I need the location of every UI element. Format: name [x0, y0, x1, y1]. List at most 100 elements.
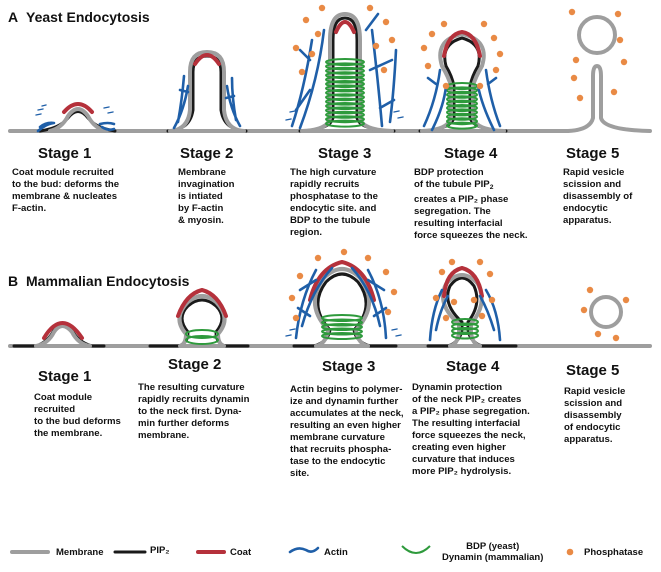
- stage-a4-label: Stage 4: [444, 145, 498, 162]
- bdp-ring: [451, 331, 479, 340]
- bdp-ring: [446, 99, 478, 108]
- stage4-b-constriction: [426, 265, 518, 348]
- stage-a1-desc: Coat module recruited to the bud: deform…: [12, 167, 120, 214]
- phosphatase-dot: [390, 288, 398, 296]
- phosphatase-dot: [610, 88, 618, 96]
- phosphatase-dot: [298, 68, 306, 76]
- phosphatase-dot: [442, 314, 450, 322]
- stage-b3-desc: Actin begins to polymer- ize and dynamin…: [290, 384, 404, 479]
- legend-phosphatase-label: Phosphatase: [584, 547, 644, 558]
- bdp-ring: [321, 318, 363, 327]
- bdp-ring: [446, 104, 478, 112]
- panel-b-heading: Mammalian Endocytosis: [26, 273, 190, 289]
- panel-a-letter: A: [8, 9, 19, 25]
- bdp-ring: [325, 75, 365, 84]
- legend-membrane-label: Membrane: [56, 547, 104, 558]
- phosphatase-dots: [288, 4, 630, 342]
- phosphatase-dot: [620, 58, 628, 66]
- phosphatase-dot: [314, 30, 322, 38]
- bdp-ring: [325, 84, 365, 93]
- stage-a2-desc: Membrane invagination is intiated by F-a…: [178, 167, 235, 226]
- phosphatase-dot: [428, 30, 436, 38]
- bdp-ring: [325, 106, 365, 115]
- phosphatase-dot: [478, 312, 486, 320]
- bdp-ring: [325, 97, 365, 106]
- legend: [10, 545, 574, 556]
- phosphatase-dot: [448, 258, 456, 266]
- phosphatase-dot: [490, 34, 498, 42]
- phosphatase-dot: [318, 4, 326, 12]
- phosphatase-dot: [388, 36, 396, 44]
- phosphatase-dot: [586, 286, 594, 294]
- phosphatase-dot: [380, 66, 388, 74]
- bdp-ring: [321, 314, 363, 322]
- bdp-ring: [325, 119, 365, 128]
- legend-actin-label: Actin: [324, 547, 348, 558]
- phosphatase-dot: [486, 270, 494, 278]
- phosphatase-dot: [476, 258, 484, 266]
- bdp-ring: [325, 71, 365, 80]
- phosphatase-dot: [340, 248, 348, 256]
- phosphatase-dot: [594, 330, 602, 338]
- phosphatase-dot: [570, 74, 578, 82]
- phosphatase-dot: [450, 298, 458, 306]
- phosphatase-dot: [382, 18, 390, 26]
- phosphatase-dot: [614, 10, 622, 18]
- bdp-ring: [446, 121, 478, 130]
- phosphatase-dot: [366, 4, 374, 12]
- stage-a1-label: Stage 1: [38, 145, 92, 162]
- bdp-rings-a3: [325, 58, 365, 128]
- phosphatase-dot: [616, 36, 624, 44]
- stage-b1-desc: Coat module recruited to the bud deforms…: [34, 392, 121, 439]
- stage-b2-desc: The resulting curvature rapidly recruits…: [138, 382, 250, 441]
- stage-a4-desc-pre: BDP protection of the tubule PIP: [414, 167, 490, 190]
- phosphatase-dot: [568, 8, 576, 16]
- phosphatase-dot: [308, 50, 316, 58]
- bdp-ring: [325, 80, 365, 88]
- stage-a4-desc-post: creates a PIP₂ phase segregation. The re…: [414, 194, 528, 241]
- phosphatase-dot: [314, 254, 322, 262]
- stage-b1-label: Stage 1: [38, 368, 92, 385]
- bdp-ring: [321, 327, 363, 336]
- stage4-a-neck: [418, 29, 508, 133]
- bdp-ring: [451, 322, 479, 331]
- bdp-ring: [451, 327, 479, 335]
- bdp-ring: [451, 318, 479, 326]
- phosphatase-dot: [292, 314, 300, 322]
- legend-actin-swatch: [288, 546, 320, 554]
- bdp-ring: [446, 86, 478, 95]
- stage-a3-desc: The high curvature rapidly recruits phos…: [290, 167, 378, 238]
- phosphatase-dot: [384, 308, 392, 316]
- bdp-rings-b4: [451, 318, 479, 340]
- phosphatase-dot: [296, 272, 304, 280]
- phosphatase-dot: [612, 334, 620, 342]
- phosphatase-dot: [420, 44, 428, 52]
- bdp-ring: [446, 90, 478, 99]
- bdp-ring: [325, 115, 365, 124]
- bdp-ring: [325, 58, 365, 66]
- bdp-ring: [325, 88, 365, 97]
- phosphatase-dot: [288, 294, 296, 302]
- bdp-ring: [321, 332, 363, 340]
- bdp-rings-b3: [321, 314, 363, 340]
- stage-b5-label: Stage 5: [566, 362, 620, 379]
- bdp-ring: [325, 102, 365, 110]
- stage-b2-label: Stage 2: [168, 356, 222, 373]
- phosphatase-dot: [442, 82, 450, 90]
- phosphatase-dot: [302, 16, 310, 24]
- stage2-a-invagination: [166, 50, 248, 133]
- stage5-a-scission: [566, 15, 652, 133]
- stage-b4-label: Stage 4: [446, 358, 500, 375]
- stage1-a-bud: [35, 102, 116, 133]
- bdp-rings-a4: [446, 82, 478, 130]
- bdp-ring: [325, 93, 365, 102]
- phosphatase-dot: [432, 294, 440, 302]
- stage-a4-desc: BDP protection of the tubule PIP2 create…: [414, 167, 528, 242]
- bdp-ring: [321, 323, 363, 331]
- bdp-ring: [325, 66, 365, 75]
- legend-pip2-label: PIP₂: [150, 545, 170, 556]
- legend-bdp-swatch: [401, 545, 431, 554]
- phosphatase-dot: [470, 296, 478, 304]
